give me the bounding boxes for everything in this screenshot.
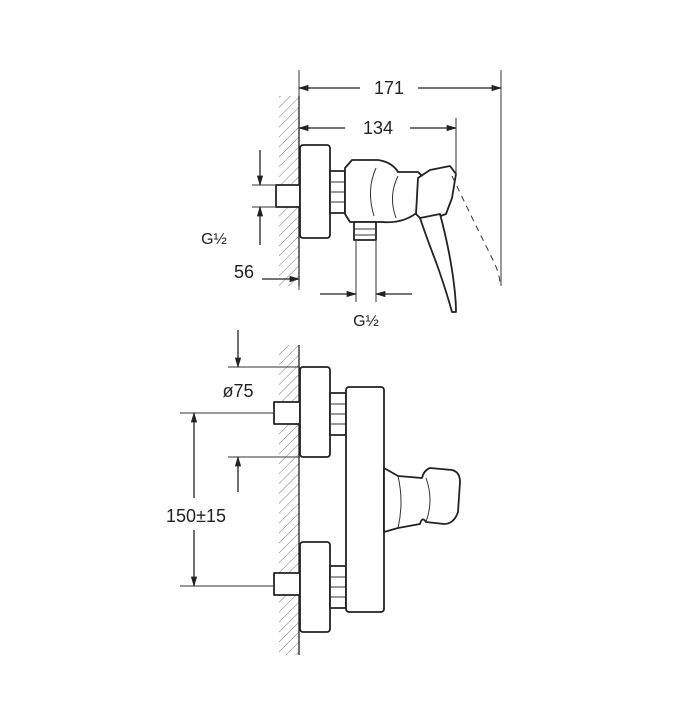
inlet-stub-side [275, 184, 301, 208]
rosette-lower [299, 541, 331, 633]
outlet-nut-side [353, 221, 377, 241]
inlet-stub-upper [273, 401, 301, 425]
dim-overall-depth: 171 [374, 78, 404, 98]
inlet-stub-lower [273, 572, 301, 596]
mixer-body-side [344, 159, 425, 224]
dim-inlet-spacing: 150±15 [166, 506, 226, 526]
front-view: ø75 150±15 [166, 330, 461, 655]
side-view: 171 134 G½ 56 G½ [201, 70, 503, 330]
dim-outlet-thread: G½ [353, 313, 379, 330]
rosette-upper [299, 366, 331, 458]
lever-swing-side [451, 175, 501, 285]
mixer-body-front [345, 386, 385, 613]
lever-front [383, 467, 461, 533]
rosette-side [299, 144, 331, 239]
dim-wall-offset: 56 [234, 262, 254, 282]
dim-lever-depth: 134 [363, 118, 393, 138]
cartridge-side [415, 165, 457, 223]
dim-rosette-diameter: ø75 [222, 381, 253, 401]
lever-handle-side [419, 213, 457, 313]
wall-hatch-front [279, 345, 299, 655]
dim-inlet-thread: G½ [201, 231, 227, 248]
